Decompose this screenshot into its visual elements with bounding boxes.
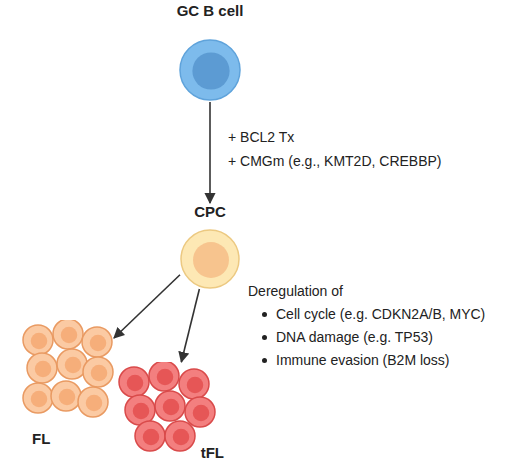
fl-cluster: FL	[18, 320, 114, 448]
bullet-dot	[262, 335, 267, 340]
bullet-dot	[262, 358, 267, 363]
list-item: Cell cycle (e.g. CDKN2A/B, MYC)	[276, 305, 485, 323]
arrow-connector	[209, 102, 211, 203]
cell-shape	[18, 320, 114, 448]
cell-label: CPC	[194, 203, 226, 221]
cell-label: GC B cell	[177, 2, 244, 20]
step-note: + BCL2 Tx	[228, 128, 294, 146]
arrow-connector	[181, 289, 199, 362]
cell-label: FL	[32, 430, 50, 448]
gc-b-cell: GC B cell	[170, 2, 250, 102]
tfl-cluster: tFL	[114, 362, 224, 462]
list-item: DNA damage (e.g. TP53)	[276, 328, 433, 346]
step-note: + CMGm (e.g., KMT2D, CREBBP)	[228, 152, 442, 170]
list-heading: Deregulation of	[248, 282, 343, 300]
bullet-dot	[262, 312, 267, 317]
list-item: Immune evasion (B2M loss)	[276, 351, 450, 369]
cell-label: tFL	[201, 444, 224, 462]
cpc-cell: CPC	[180, 203, 240, 289]
arrow-connector	[114, 275, 180, 338]
